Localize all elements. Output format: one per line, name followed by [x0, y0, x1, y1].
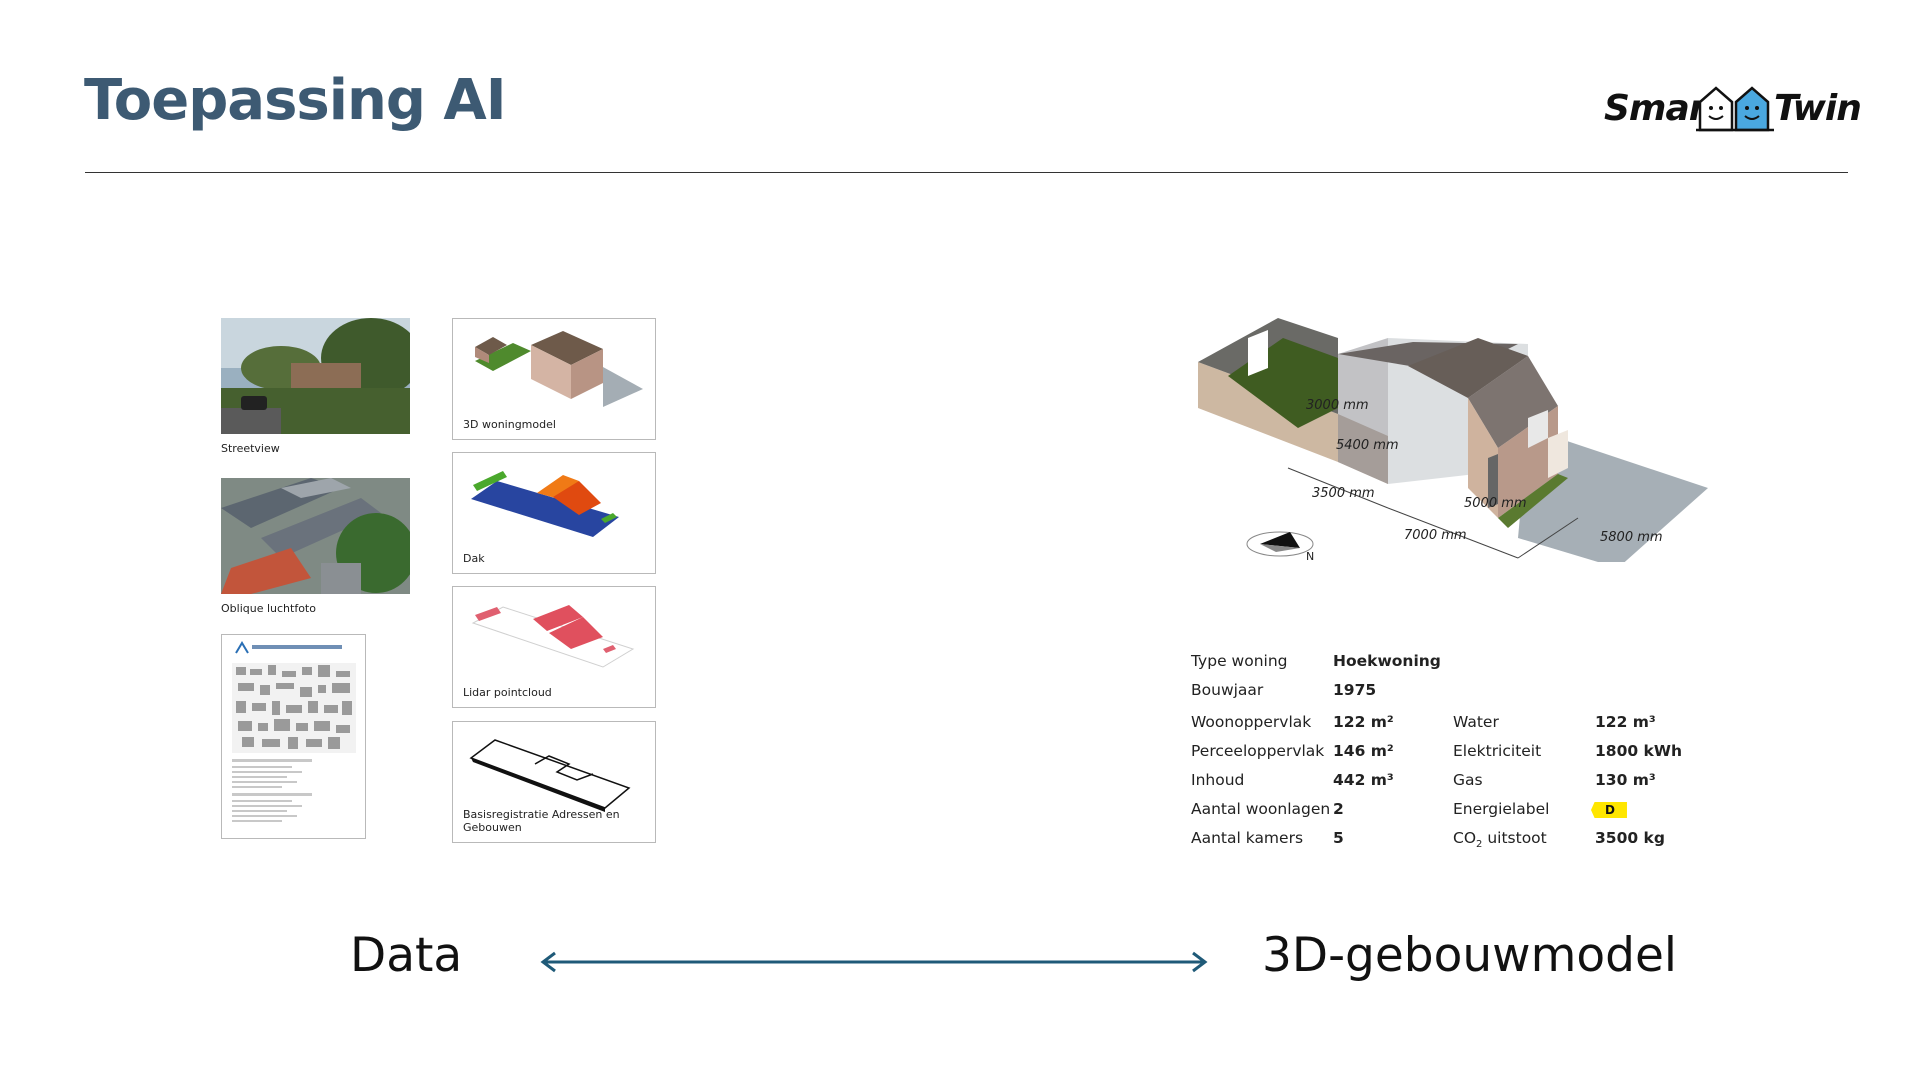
dimension-5800: 5800 mm — [1600, 530, 1663, 545]
twin-houses-icon — [1696, 86, 1774, 132]
dimension-3500: 3500 mm — [1312, 486, 1375, 501]
lidar-caption: Lidar pointcloud — [463, 686, 552, 699]
bag-document-thumbnail — [221, 634, 366, 839]
3d-woningmodel-card: 3D woningmodel — [452, 318, 656, 440]
dimension-7000: 7000 mm — [1404, 528, 1467, 543]
compass-icon — [1246, 531, 1314, 557]
bag-outline-caption: Basisregistratie Adressen en Gebouwen — [463, 808, 620, 834]
energy-label-badge: D — [1591, 802, 1627, 818]
title-divider — [85, 172, 1848, 173]
dimension-5000: 5000 mm — [1464, 496, 1527, 511]
oblique-aerial-photo — [221, 478, 410, 594]
double-arrow-icon — [540, 951, 1208, 973]
dimension-3000: 3000 mm — [1306, 398, 1369, 413]
streetview-caption: Streetview — [221, 442, 280, 455]
smart-twin-logo: Smart Twin — [1598, 82, 1862, 140]
oblique-caption: Oblique luchtfoto — [221, 602, 316, 615]
bag-outline-card: Basisregistratie Adressen en Gebouwen — [452, 721, 656, 843]
data-label: Data — [350, 928, 463, 983]
slide-title: Toepassing AI — [84, 68, 507, 133]
3d-model-label: 3D-gebouwmodel — [1262, 928, 1677, 983]
streetview-photo — [221, 318, 410, 434]
3d-house-model — [1198, 318, 1708, 562]
3d-woningmodel-caption: 3D woningmodel — [463, 418, 556, 431]
dimension-5400: 5400 mm — [1336, 438, 1399, 453]
dak-caption: Dak — [463, 552, 485, 565]
dak-card: Dak — [452, 452, 656, 574]
compass-north-label: N — [1306, 550, 1315, 563]
lidar-card: Lidar pointcloud — [452, 586, 656, 708]
logo-text-twin: Twin — [1774, 88, 1862, 129]
co2-label: CO2 uitstoot — [1453, 829, 1547, 851]
